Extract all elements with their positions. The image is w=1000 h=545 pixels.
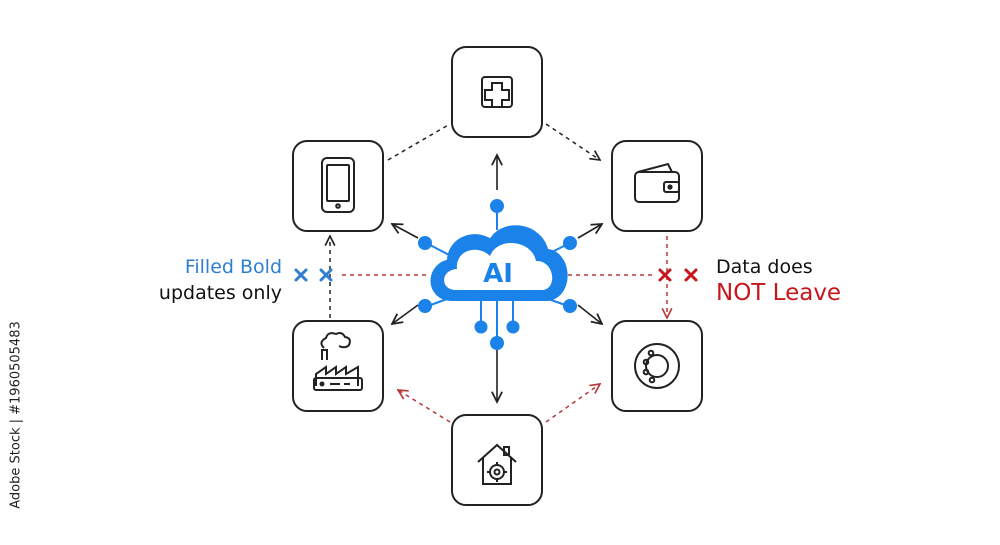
red-x-icon — [658, 268, 672, 282]
connector-home-sensor — [545, 384, 600, 423]
arrow-to-sensor — [577, 304, 602, 324]
node-wallet — [611, 140, 703, 232]
red-cross-marks — [658, 268, 698, 282]
circuit-dot — [418, 236, 432, 250]
smart-home-gear-icon — [477, 443, 517, 485]
arrow-to-wallet — [577, 224, 602, 239]
circuit-dot — [490, 199, 504, 213]
right-label-line1: Data does — [716, 256, 813, 278]
circuit-dot — [474, 320, 488, 334]
cloud-label: AI — [483, 259, 513, 289]
node-boxes — [292, 46, 703, 506]
circuit-dot — [563, 236, 577, 250]
left-label-line2: updates only — [158, 282, 282, 304]
right-label-line2: NOT Leave — [716, 280, 842, 306]
circuit-dot — [490, 336, 504, 350]
circuit-dot — [506, 320, 520, 334]
connector-phone-medical — [387, 123, 451, 161]
node-smart-home — [451, 414, 543, 506]
sensor-ring-icon — [634, 343, 680, 389]
factory-icon — [313, 332, 363, 391]
solid-arrows — [392, 155, 602, 402]
blue-cross-marks — [294, 268, 333, 282]
node-phone — [292, 140, 384, 232]
left-label-line1: Filled Bold — [184, 256, 282, 278]
red-x-icon — [684, 268, 698, 282]
ai-cloud-icon: AI — [430, 225, 568, 301]
stock-watermark: Adobe Stock | #1960505483 — [2, 295, 30, 535]
node-sensor — [611, 320, 703, 412]
circuit-dot — [563, 299, 577, 313]
watermark-text: Adobe Stock | #1960505483 — [8, 321, 24, 509]
connector-medical-wallet — [545, 123, 600, 160]
right-label: Data does NOT Leave — [716, 254, 841, 306]
blue-x-icon — [319, 268, 333, 282]
circuit-dot — [418, 299, 432, 313]
arrow-to-phone — [392, 224, 419, 239]
smartphone-icon — [321, 157, 355, 213]
arrow-to-factory — [392, 304, 419, 324]
medical-cross-icon — [481, 76, 513, 108]
wallet-icon — [634, 162, 680, 203]
connector-home-factory — [398, 390, 451, 423]
node-factory — [292, 320, 384, 412]
node-medical — [451, 46, 543, 138]
blue-x-icon — [294, 268, 308, 282]
left-label: Filled Bold updates only — [159, 254, 282, 306]
